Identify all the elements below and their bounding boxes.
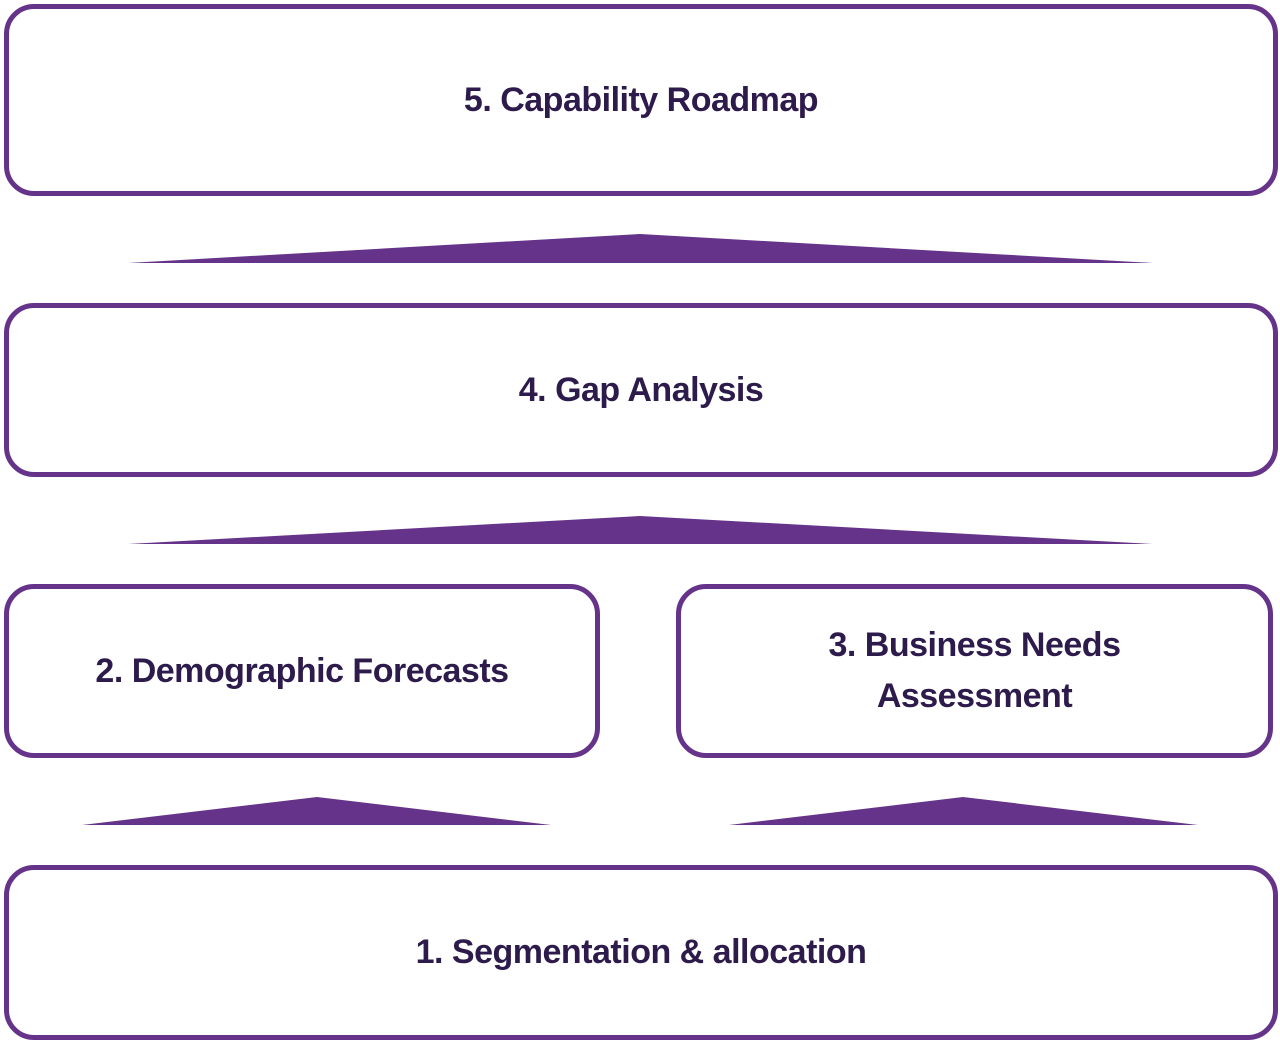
arrow-1-to-2 bbox=[82, 797, 551, 825]
step-4-label: 4. Gap Analysis bbox=[518, 370, 764, 409]
arrow-1-to-3 bbox=[729, 797, 1198, 825]
step-2-demographic-forecasts: 2. Demographic Forecasts bbox=[4, 584, 600, 758]
step-2-label: 2. Demographic Forecasts bbox=[95, 651, 509, 690]
step-3-label-line1: 3. Business Needs bbox=[828, 626, 1121, 664]
step-4-gap-analysis: 4. Gap Analysis bbox=[4, 303, 1278, 477]
step-1-label: 1. Segmentation & allocation bbox=[415, 933, 867, 971]
step-1-segmentation-allocation: 1. Segmentation & allocation bbox=[4, 865, 1278, 1040]
arrow-4-to-5 bbox=[128, 234, 1153, 263]
step-3-label-line2: Assessment bbox=[876, 677, 1073, 715]
arrow-2-3-to-4 bbox=[128, 516, 1153, 544]
step-5-label: 5. Capability Roadmap bbox=[463, 80, 819, 119]
step-5-capability-roadmap: 5. Capability Roadmap bbox=[4, 4, 1278, 196]
